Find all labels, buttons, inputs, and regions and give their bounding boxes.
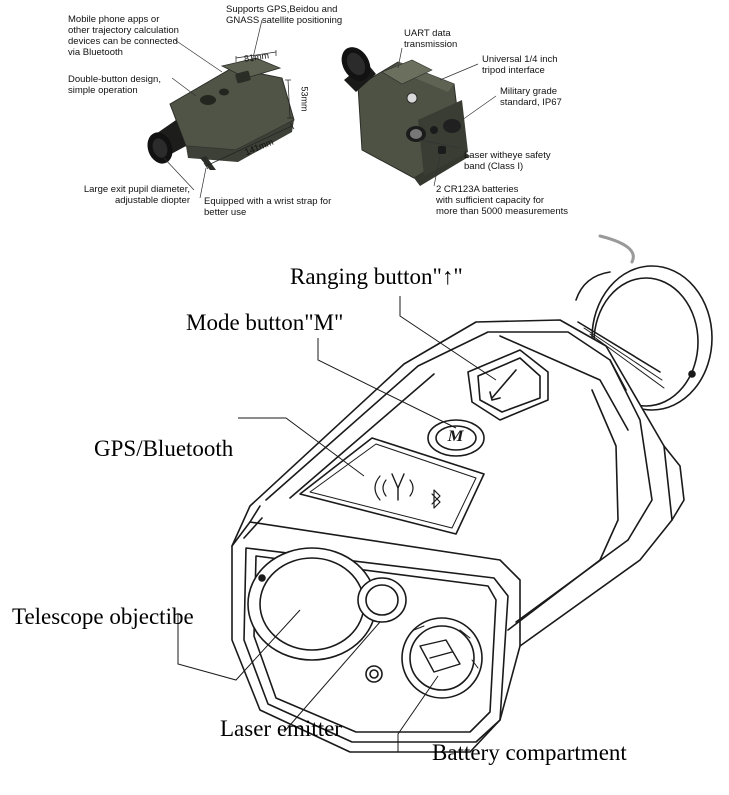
callout-batteries-text: 2 CR123A batteries with sufficient capac… bbox=[436, 184, 569, 217]
front-face bbox=[243, 547, 509, 743]
label-laser-emitter: Laser emitter bbox=[220, 716, 342, 741]
product-photos bbox=[147, 19, 497, 199]
callout-double-button-text: Double-button design, simple operation bbox=[68, 74, 161, 96]
callout-batteries: 2 CR123A batteries with sufficient capac… bbox=[436, 184, 568, 217]
callout-uart: UART data transmission bbox=[404, 28, 457, 50]
label-leaders bbox=[177, 296, 497, 752]
rangefinder-right-view bbox=[341, 47, 470, 186]
callout-exit-pupil: Large exit pupil diameter, adjustable di… bbox=[70, 184, 190, 206]
battery-compartment-drawing bbox=[401, 617, 483, 699]
callout-tripod-text: Universal 1/4 inch tripod interface bbox=[482, 54, 558, 76]
callout-bluetooth-text: Mobile phone apps or other trajectory ca… bbox=[68, 14, 179, 58]
callout-military-text: Military grade standard, IP67 bbox=[500, 86, 562, 108]
callout-bluetooth: Mobile phone apps or other trajectory ca… bbox=[68, 14, 179, 58]
label-mode-button: Mode button"M" bbox=[186, 310, 344, 335]
callout-wrist-strap: Equipped with a wrist strap for better u… bbox=[204, 196, 331, 218]
label-gps-bluetooth: GPS/Bluetooth bbox=[94, 436, 234, 461]
callout-uart-text: UART data transmission bbox=[404, 28, 458, 50]
gps-bluetooth-plate bbox=[299, 437, 485, 535]
callout-gnss-text: Supports GPS,Beidou and GNASS satellite … bbox=[226, 4, 343, 26]
label-ranging-button: Ranging button"↑" bbox=[290, 264, 463, 289]
connector-drawing bbox=[365, 665, 383, 683]
callout-laser-safety-text: Laser witheye safety band (Class I) bbox=[464, 150, 551, 172]
callout-gnss: Supports GPS,Beidou and GNASS satellite … bbox=[226, 4, 342, 26]
ranging-button-drawing bbox=[467, 349, 549, 421]
callout-double-button: Double-button design, simple operation bbox=[68, 74, 161, 96]
callout-leaders bbox=[163, 19, 497, 199]
callout-tripod: Universal 1/4 inch tripod interface bbox=[482, 54, 558, 76]
callout-wrist-strap-text: Equipped with a wrist strap for better u… bbox=[204, 196, 332, 218]
laser-emitter-drawing bbox=[357, 577, 407, 623]
callout-laser-safety: Laser witheye safety band (Class I) bbox=[464, 150, 551, 172]
callout-military: Military grade standard, IP67 bbox=[500, 86, 562, 108]
dimension-lines bbox=[203, 50, 295, 170]
feature-panel: Mobile phone apps or other trajectory ca… bbox=[0, 0, 729, 262]
label-battery-compartment: Battery compartment bbox=[432, 740, 627, 765]
mode-button-drawing bbox=[427, 419, 485, 457]
rangefinder-left-view bbox=[147, 57, 295, 170]
telescope-objective-drawing bbox=[247, 547, 377, 661]
label-telescope-objective: Telescope objectibe bbox=[12, 604, 194, 629]
decorative-arc bbox=[598, 234, 635, 264]
callout-exit-pupil-text: Large exit pupil diameter, adjustable di… bbox=[83, 184, 190, 206]
